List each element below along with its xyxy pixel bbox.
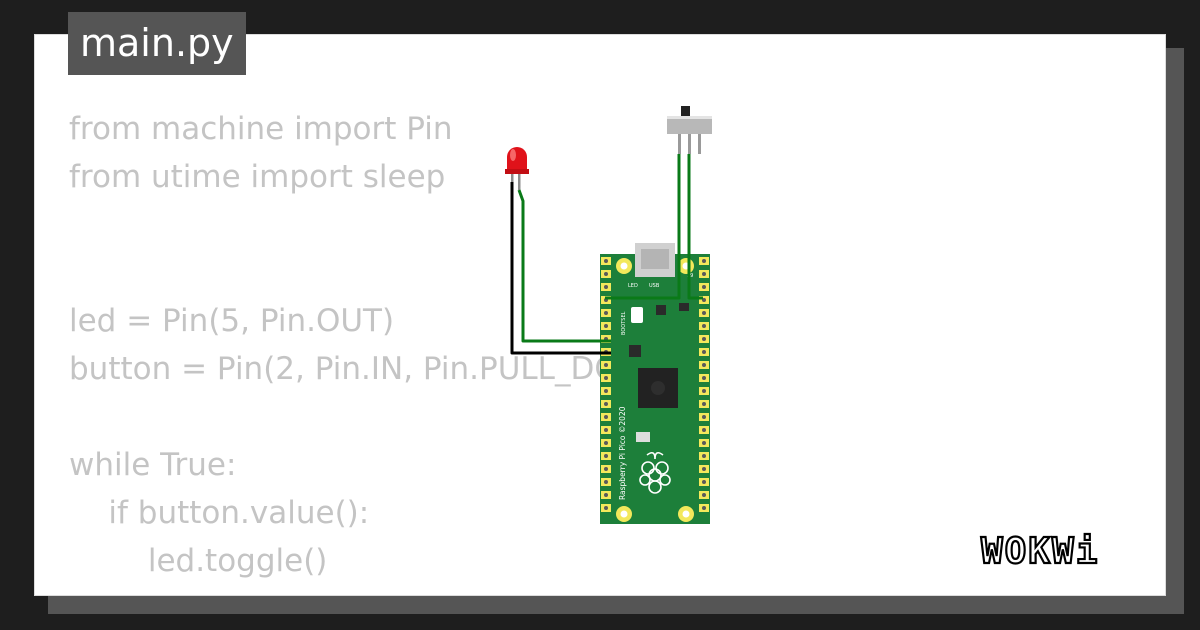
pin-hole: [604, 272, 608, 276]
pin-hole: [604, 480, 608, 484]
slide-switch[interactable]: [667, 106, 712, 154]
svg-text:WOKWi: WOKWi: [981, 531, 1099, 572]
code-line: from machine import Pin: [69, 111, 453, 147]
pin-hole: [604, 324, 608, 328]
pin-hole: [604, 428, 608, 432]
pin-hole: [702, 454, 706, 458]
pin-hole: [604, 454, 608, 458]
pico-pins-left: [601, 257, 611, 512]
pin-hole: [604, 363, 608, 367]
pin-hole: [702, 350, 706, 354]
file-name-tab[interactable]: main.py: [68, 12, 246, 75]
pin-hole: [702, 506, 706, 510]
circuit-diagram: LED USB 39 BOOTSEL Raspberry Pi Pico ©20…: [505, 106, 712, 524]
pin-hole: [702, 376, 706, 380]
pin-hole: [604, 441, 608, 445]
pin-hole: [702, 285, 706, 289]
code-line: sleep(0.2): [69, 585, 685, 595]
flash-chip: [636, 432, 650, 442]
pin-hole: [702, 428, 706, 432]
board-name-label: Raspberry Pi Pico ©2020: [618, 406, 627, 500]
code-preview: from machine import Pin from utime import…: [69, 105, 685, 595]
usb-silkscreen: USB: [649, 283, 660, 289]
pin-hole: [604, 376, 608, 380]
pin-hole: [702, 259, 706, 263]
code-line: led.toggle(): [69, 543, 328, 579]
pico-pins-right: [699, 257, 709, 512]
bootsel-button[interactable]: [631, 307, 643, 323]
raspberry-pi-logo-icon: [639, 451, 671, 494]
code-line: if button.value():: [69, 495, 370, 531]
pin-hole: [604, 467, 608, 471]
pin-hole: [702, 311, 706, 315]
wires: [510, 154, 703, 355]
led-silkscreen: LED: [628, 283, 638, 289]
signal-wire-led[interactable]: [517, 189, 611, 343]
signal-wire-switch-right[interactable]: [687, 154, 703, 300]
pin-hole: [702, 389, 706, 393]
pin-hole: [702, 415, 706, 419]
pin-hole: [604, 259, 608, 263]
pin-hole: [604, 311, 608, 315]
pin-hole: [702, 402, 706, 406]
pin-hole: [702, 441, 706, 445]
code-line: while True:: [69, 447, 237, 483]
red-led[interactable]: [505, 147, 529, 190]
pin-hole: [702, 363, 706, 367]
pin-hole: [702, 337, 706, 341]
pin-hole: [604, 285, 608, 289]
switch-handle[interactable]: [681, 106, 690, 118]
bootsel-silkscreen: BOOTSEL: [621, 311, 627, 335]
pin-hole: [604, 493, 608, 497]
pin-hole: [702, 324, 706, 328]
ground-wire[interactable]: [510, 182, 611, 355]
pin-hole: [702, 493, 706, 497]
pin-hole: [604, 389, 608, 393]
code-line: led = Pin(5, Pin.OUT): [69, 303, 395, 339]
wokwi-logo: WOKWi: [980, 530, 1099, 573]
pin-hole: [702, 272, 706, 276]
pin-hole: [604, 506, 608, 510]
project-preview-card[interactable]: from machine import Pin from utime import…: [34, 34, 1166, 596]
raspberry-pi-pico-board[interactable]: LED USB 39 BOOTSEL Raspberry Pi Pico ©20…: [600, 243, 710, 524]
pin-hole: [702, 467, 706, 471]
signal-wire-switch-left[interactable]: [605, 154, 681, 300]
code-line: from utime import sleep: [69, 159, 446, 195]
pin-hole: [702, 480, 706, 484]
pin-hole: [604, 402, 608, 406]
pin-hole: [604, 415, 608, 419]
